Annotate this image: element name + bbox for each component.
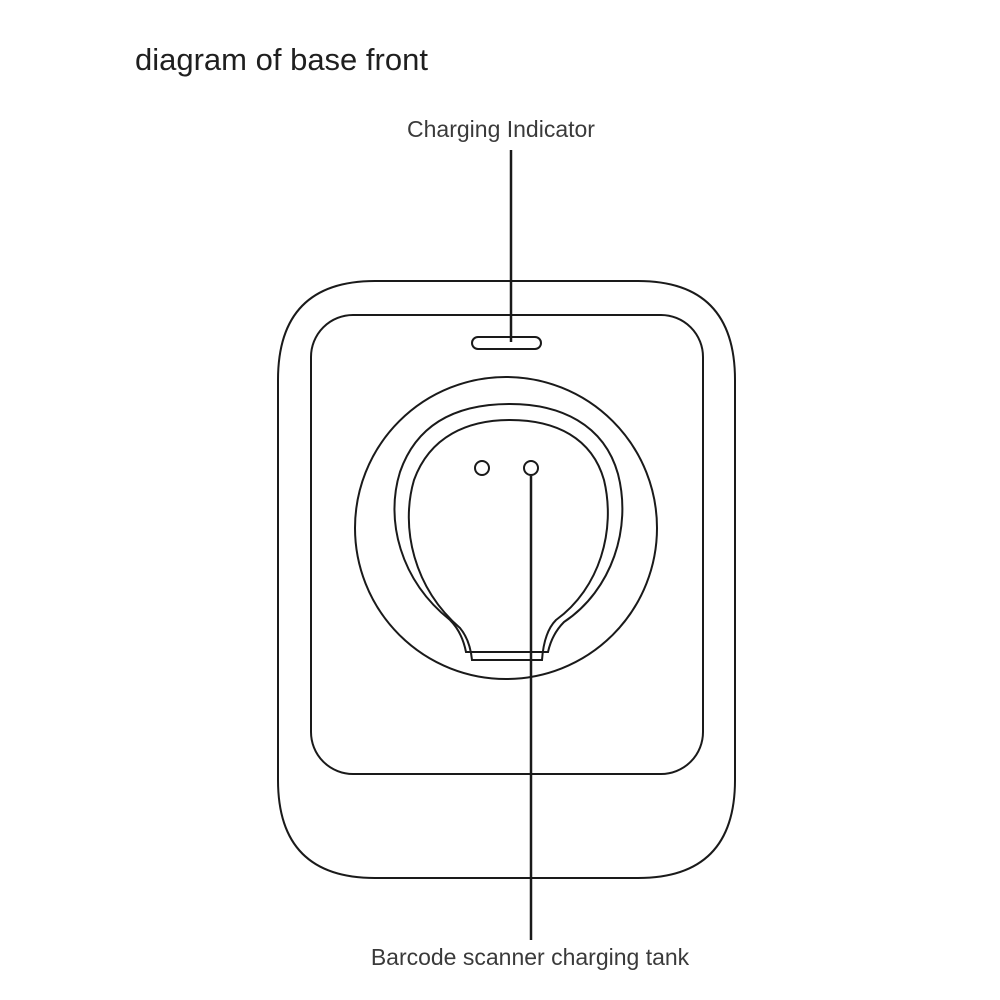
- contact-pin-left: [474, 460, 490, 476]
- charging-tank-inner: [407, 418, 609, 661]
- cradle-outer-ring: [354, 376, 658, 680]
- base-outer-body: [277, 280, 736, 879]
- contact-pin-right: [523, 460, 539, 476]
- charging-indicator-slot: [471, 336, 542, 350]
- base-inner-panel: [310, 314, 704, 775]
- diagram-title: diagram of base front: [135, 42, 428, 77]
- charging-tank-label: Barcode scanner charging tank: [370, 944, 690, 970]
- charging-indicator-label: Charging Indicator: [407, 116, 595, 142]
- charging-tank-outer: [393, 402, 624, 653]
